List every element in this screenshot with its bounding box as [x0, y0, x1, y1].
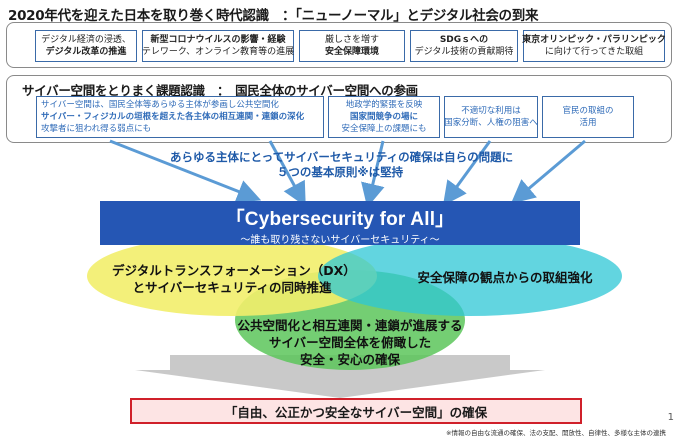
issue-box-line: 官民の取組の — [562, 106, 614, 116]
banner-title: 「Cybersecurity for All」 — [225, 209, 455, 230]
arrow-center-right — [442, 140, 492, 206]
context-box-line: SDGｓへの — [439, 35, 489, 45]
context-box-line: 東京オリンピック・パラリンピック — [522, 35, 666, 45]
banner-subtitle: ～誰も取り残さないサイバーセキュリティ～ — [240, 235, 440, 246]
arrow-right-outer — [510, 139, 586, 204]
issue-box-public-space: サイバー空間は、国民全体等あらゆる主体が参画し公共空間化 サイバー・フィジカルの… — [36, 96, 324, 138]
issue-box-line: サイバー・フィジカルの垣根を超えた各主体の相互連関・連鎖の深化 — [41, 112, 305, 122]
context-box-line: デジタル改革の推進 — [45, 47, 127, 57]
context-box-line: デジタル技術の貢献期待 — [414, 47, 514, 57]
context-box-line: 新型コロナウイルスの影響・経験 — [150, 35, 286, 45]
arrow-left-outer — [109, 139, 262, 203]
principle-text: あらゆる主体にとってサイバーセキュリティの確保は自らの問題に ５つの基本原則※は… — [170, 150, 514, 180]
issue-box-misuse: 不適切な利用は 国家分断、人権の阻害へ — [444, 96, 538, 138]
pillar-public-line-2: サイバー空間全体を俯瞰した — [268, 335, 432, 350]
pillar-public-space: 公共空間化と相互連関・連鎖が進展する サイバー空間全体を俯瞰した 安全・安心の確… — [220, 317, 480, 368]
context-box-line: テレワーク、オンライン教育等の進展 — [141, 47, 295, 57]
context-box-security-environment: 厳しさを増す 安全保障環境 — [299, 30, 405, 62]
down-chevron-arrow — [135, 355, 545, 398]
issue-box-geopolitics: 地政学的緊張を反映 国家間競争の場に 安全保障上の課題にも — [328, 96, 440, 138]
pillar-public-line-1: 公共空間化と相互連関・連鎖が進展する — [237, 318, 463, 333]
arrow-center-left — [361, 140, 385, 208]
context-box-covid: 新型コロナウイルスの影響・経験 テレワーク、オンライン教育等の進展 — [142, 30, 294, 62]
issue-recognition-title: サイバー空間をとりまく課題認識 ： 国民全体のサイバー空間への参画 — [22, 83, 418, 98]
pillar-dx-line-1: デジタルトランスフォーメーション（DX） — [112, 263, 356, 278]
pillar-security: 安全保障の観点からの取組強化 — [417, 270, 593, 285]
issue-box-public-private: 官民の取組の 活用 — [542, 96, 634, 138]
pillar-dx: デジタルトランスフォーメーション（DX） とサイバーセキュリティの同時推進 — [112, 262, 356, 296]
context-box-line: 安全保障環境 — [324, 47, 379, 57]
context-box-digital-economy: デジタル経済の浸透、 デジタル改革の推進 — [35, 30, 137, 62]
era-recognition-title: 2020年代を迎えた日本を取り巻く時代認識 ：「ニューノーマル」とデジタル社会の… — [8, 8, 539, 24]
ellipse-yellow — [87, 236, 377, 316]
issue-box-line: 不適切な利用は — [461, 106, 521, 116]
context-box-sdgs: SDGｓへの デジタル技術の貢献期待 — [410, 30, 518, 62]
context-box-line: に向けて行ってきた取組 — [544, 47, 644, 57]
ellipse-cyan — [318, 236, 622, 316]
context-box-line: デジタル経済の浸透、 — [41, 35, 131, 45]
pillar-dx-line-2: とサイバーセキュリティの同時推進 — [132, 280, 332, 295]
page-number: 1 — [667, 412, 674, 423]
issue-box-line: 安全保障上の課題にも — [341, 124, 427, 134]
cybersecurity-for-all-banner: 「Cybersecurity for All」 ～誰も取り残さないサイバーセキュ… — [100, 201, 580, 246]
issue-box-line: 国家間競争の場に — [349, 112, 418, 122]
issue-box-line: 国家分断、人権の阻害へ — [444, 118, 538, 128]
context-box-line: 厳しさを増す — [324, 35, 379, 45]
issue-box-line: 地政学的緊張を反映 — [345, 100, 423, 110]
issue-box-line: 活用 — [579, 118, 597, 128]
issue-box-line: 攻撃者に狙われ得る弱点にも — [41, 124, 152, 134]
goal-box: 「自由、公正かつ安全なサイバー空間」の確保 — [130, 398, 582, 424]
issue-box-line: サイバー空間は、国民全体等あらゆる主体が参画し公共空間化 — [41, 100, 279, 110]
principle-line-1: あらゆる主体にとってサイバーセキュリティの確保は自らの問題に — [170, 150, 514, 164]
pillar-public-line-3: 安全・安心の確保 — [299, 352, 400, 367]
footnote: ※情報の自由な流通の確保、法の支配、開放性、自律性、多様な主体の連携 — [446, 429, 666, 437]
arrow-left-inner — [268, 140, 306, 207]
principle-line-2: ５つの基本原則※は堅持 — [276, 165, 404, 179]
context-box-olympics: 東京オリンピック・パラリンピック に向けて行ってきた取組 — [522, 30, 666, 62]
